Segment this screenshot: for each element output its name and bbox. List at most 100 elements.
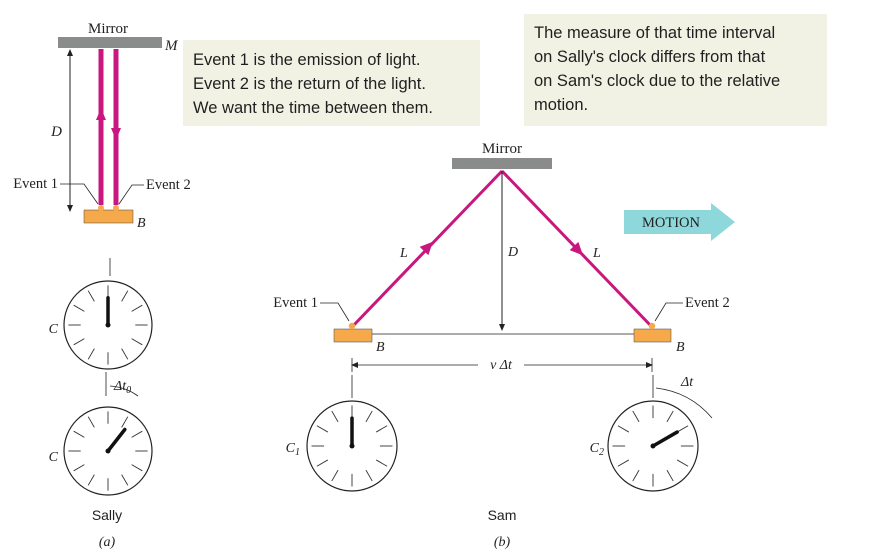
- clock-tick: [666, 469, 674, 482]
- note-left-line: Event 2 is the return of the light.: [193, 75, 426, 93]
- note-left: Event 1 is the emission of light. Event …: [183, 40, 480, 126]
- base-right-letter-b: B: [676, 340, 685, 355]
- clock2-letter-b: C2: [590, 441, 604, 458]
- clock-tick: [365, 469, 373, 482]
- panel-label-b: (b): [494, 535, 511, 550]
- clock2-b: [607, 400, 699, 492]
- event2-label-b: Event 2: [685, 295, 730, 311]
- panel-b: Mirror MOTION L L D B B Event 1 Event 2: [273, 141, 735, 550]
- clock2-letter-a: C: [49, 450, 59, 465]
- clock1-letter-a: C: [49, 322, 59, 337]
- note-right: The measure of that time interval on Sal…: [524, 14, 827, 126]
- event2-leader-b: [654, 302, 683, 322]
- panel-a: Mirror M D B Event 1 Event 2 C Δt0 C Sal…: [13, 21, 190, 550]
- clock-tick: [666, 410, 674, 423]
- clock-hand: [106, 427, 127, 453]
- light-path-right-arrow: [569, 241, 584, 256]
- clock-tick: [87, 290, 95, 302]
- clock-tick: [131, 338, 143, 346]
- clock-tick: [73, 338, 85, 346]
- distance-label-a: D: [50, 124, 62, 140]
- event1-leader-a: [60, 183, 99, 205]
- panel-label-a: (a): [99, 535, 116, 550]
- observer-label-b: Sam: [488, 507, 517, 523]
- clock-tick: [131, 430, 143, 438]
- event1-dot-b: [348, 322, 356, 330]
- note-right-line: motion.: [534, 96, 589, 114]
- clock-tick: [375, 425, 388, 433]
- mirror-label-a: Mirror: [88, 21, 128, 37]
- clock-hub: [349, 443, 355, 449]
- interval-label-b: Δt: [680, 375, 694, 390]
- event1-label-a: Event 1: [13, 176, 58, 192]
- mirror-b: [452, 158, 552, 169]
- motion-arrow: [624, 203, 735, 241]
- clock-tick: [316, 425, 329, 433]
- clock-tick: [331, 469, 339, 482]
- observer-label-a: Sally: [92, 507, 122, 523]
- clock-tick: [676, 459, 689, 467]
- clock1-b: [306, 400, 398, 492]
- clock-hub: [105, 448, 111, 454]
- clock-hub: [650, 443, 656, 449]
- mirror-letter-a: M: [164, 38, 179, 54]
- clock-tick: [617, 459, 630, 467]
- base-letter-a: B: [137, 216, 146, 231]
- light-path-left-arrow: [419, 241, 434, 256]
- event2-dot-b: [648, 322, 656, 330]
- base-right-b: [633, 328, 672, 343]
- clock-tick: [121, 416, 129, 428]
- path-left-label: L: [399, 246, 408, 261]
- event2-dot-a: [113, 205, 119, 211]
- mirror-a: [58, 37, 162, 48]
- clock-tick: [375, 459, 388, 467]
- clock-tick: [73, 304, 85, 312]
- clock-tick: [73, 464, 85, 472]
- interval-arc-b: [655, 387, 713, 419]
- note-right-line: The measure of that time interval: [534, 24, 776, 42]
- event1-leader-b: [320, 302, 350, 322]
- clock-tick: [676, 425, 689, 433]
- distance-label-b: D: [507, 245, 518, 260]
- clock-tick: [131, 464, 143, 472]
- clock-tick: [331, 410, 339, 423]
- displacement-label: v Δt: [490, 358, 513, 373]
- clock2-a: [63, 406, 153, 496]
- clock-tick: [87, 348, 95, 360]
- clock-hub: [105, 322, 111, 328]
- clock-tick: [121, 348, 129, 360]
- clock-tick: [316, 459, 329, 467]
- event1-label-b: Event 1: [273, 295, 318, 311]
- base-left-letter-b: B: [376, 340, 385, 355]
- clock1-letter-b: C1: [286, 441, 300, 458]
- mirror-label-b: Mirror: [482, 141, 522, 157]
- note-right-line: on Sally's clock differs from that: [534, 48, 766, 66]
- event2-label-a: Event 2: [146, 177, 191, 193]
- clock-tick: [121, 474, 129, 486]
- clock-tick: [87, 474, 95, 486]
- base-left-b: [333, 328, 373, 343]
- clock-tick: [87, 416, 95, 428]
- light-beam-down-arrow: [111, 128, 121, 140]
- motion-label: MOTION: [642, 215, 701, 231]
- event2-leader-a: [118, 184, 144, 205]
- note-left-line: Event 1 is the emission of light.: [193, 51, 421, 69]
- clock-hand: [651, 430, 679, 448]
- clock-tick: [121, 290, 129, 302]
- clock1-a: [63, 280, 153, 370]
- clock-tick: [131, 304, 143, 312]
- note-right-line: on Sam's clock due to the relative: [534, 72, 781, 90]
- clock-tick: [73, 430, 85, 438]
- interval-label-a: Δt0: [113, 379, 131, 396]
- light-beam-up-arrow: [96, 108, 106, 120]
- note-left-line: We want the time between them.: [193, 99, 433, 117]
- base-a: [83, 209, 134, 224]
- clock-tick: [632, 469, 640, 482]
- clock-tick: [365, 410, 373, 423]
- clock-tick: [617, 425, 630, 433]
- clock-tick: [632, 410, 640, 423]
- path-right-label: L: [592, 246, 601, 261]
- interval-arc-a: [109, 385, 139, 397]
- event1-dot-a: [98, 205, 104, 211]
